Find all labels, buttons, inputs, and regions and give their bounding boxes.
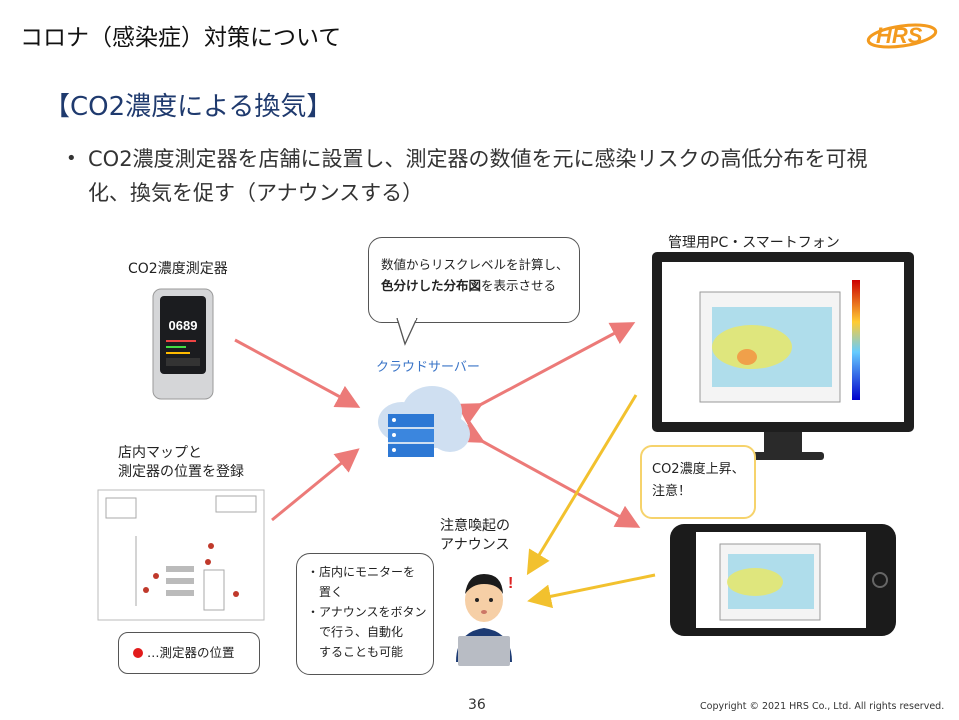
cloud-callout-bold: 色分けした分布図 <box>381 278 482 293</box>
alert-callout: CO2濃度上昇、 注意！ <box>640 445 756 519</box>
sensor-position-dot-icon <box>133 648 143 658</box>
legend-box: …測定器の位置 <box>118 632 260 674</box>
arrow-phone-to-person <box>527 573 656 609</box>
pc-monitor <box>652 252 914 468</box>
announce-label-line2: アナウンス <box>440 537 510 553</box>
store-floor-map <box>96 486 268 628</box>
arrow-sensor-to-cloud <box>234 338 361 408</box>
announce-line3: ・アナウンスをボタン <box>307 605 427 619</box>
announce-label: 注意喚起の アナウンス <box>440 517 510 555</box>
co2-sensor-device: 0689 <box>152 288 214 404</box>
page-number: 36 <box>468 697 486 713</box>
map-label-line2: 測定器の位置を登録 <box>118 464 244 480</box>
slide-title: コロナ（感染症）対策について <box>20 25 342 51</box>
legend-text: …測定器の位置 <box>146 645 235 660</box>
cloud-callout-rest: を表示させる <box>481 278 557 293</box>
alert-line1: CO2濃度上昇、 <box>652 462 745 477</box>
smartphone <box>670 524 896 640</box>
map-label-line1: 店内マップと <box>118 445 202 461</box>
announce-label-line1: 注意喚起の <box>440 518 510 534</box>
arrow-pc-to-person <box>526 394 638 576</box>
announce-callout: ・店内にモニターを 置く ・アナウンスをボタン で行う、自動化 することも可能 <box>296 553 434 675</box>
arrow-map-to-cloud <box>271 448 360 522</box>
cloud-callout-line1: 数値からリスクレベルを計算し、 <box>381 257 569 272</box>
monitor-label: 管理用PC・スマートフォン <box>668 235 840 251</box>
arrow-cloud-to-phone <box>458 420 641 528</box>
map-label: 店内マップと 測定器の位置を登録 <box>118 444 244 482</box>
copyright: Copyright © 2021 HRS Co., Ltd. All right… <box>700 701 945 712</box>
bullet-dot-icon: • <box>66 148 77 169</box>
announce-line2: 置く <box>319 585 344 599</box>
alert-line2: 注意！ <box>652 484 692 499</box>
arrow-cloud-to-pc <box>456 322 636 426</box>
announce-line4: で行う、自動化 <box>319 625 404 639</box>
svg-text:!: ! <box>508 575 513 592</box>
announce-line1: ・店内にモニターを <box>307 565 416 579</box>
bullet-text: CO2濃度測定器を店舗に設置し、測定器の数値を元に感染リスクの高低分布を可視化、… <box>88 147 868 205</box>
cloud-callout: 数値からリスクレベルを計算し、 色分けした分布図を表示させる <box>368 237 580 323</box>
cloud-callout-tail <box>396 318 418 346</box>
section-heading: 【CO2濃度による換気】 <box>44 92 333 122</box>
svg-text:HRS: HRS <box>876 23 923 48</box>
staff-person-icon: ! <box>448 562 520 670</box>
announce-line5: することも可能 <box>319 645 404 659</box>
cloud-server-icon <box>372 382 472 476</box>
svg-text:0689: 0689 <box>169 318 198 333</box>
cloud-label: クラウドサーバー <box>376 360 480 375</box>
bullet-item: • CO2濃度測定器を店舗に設置し、測定器の数値を元に感染リスクの高低分布を可視… <box>66 142 906 210</box>
hrs-logo: HRS <box>862 14 942 58</box>
sensor-label: CO2濃度測定器 <box>128 261 228 277</box>
